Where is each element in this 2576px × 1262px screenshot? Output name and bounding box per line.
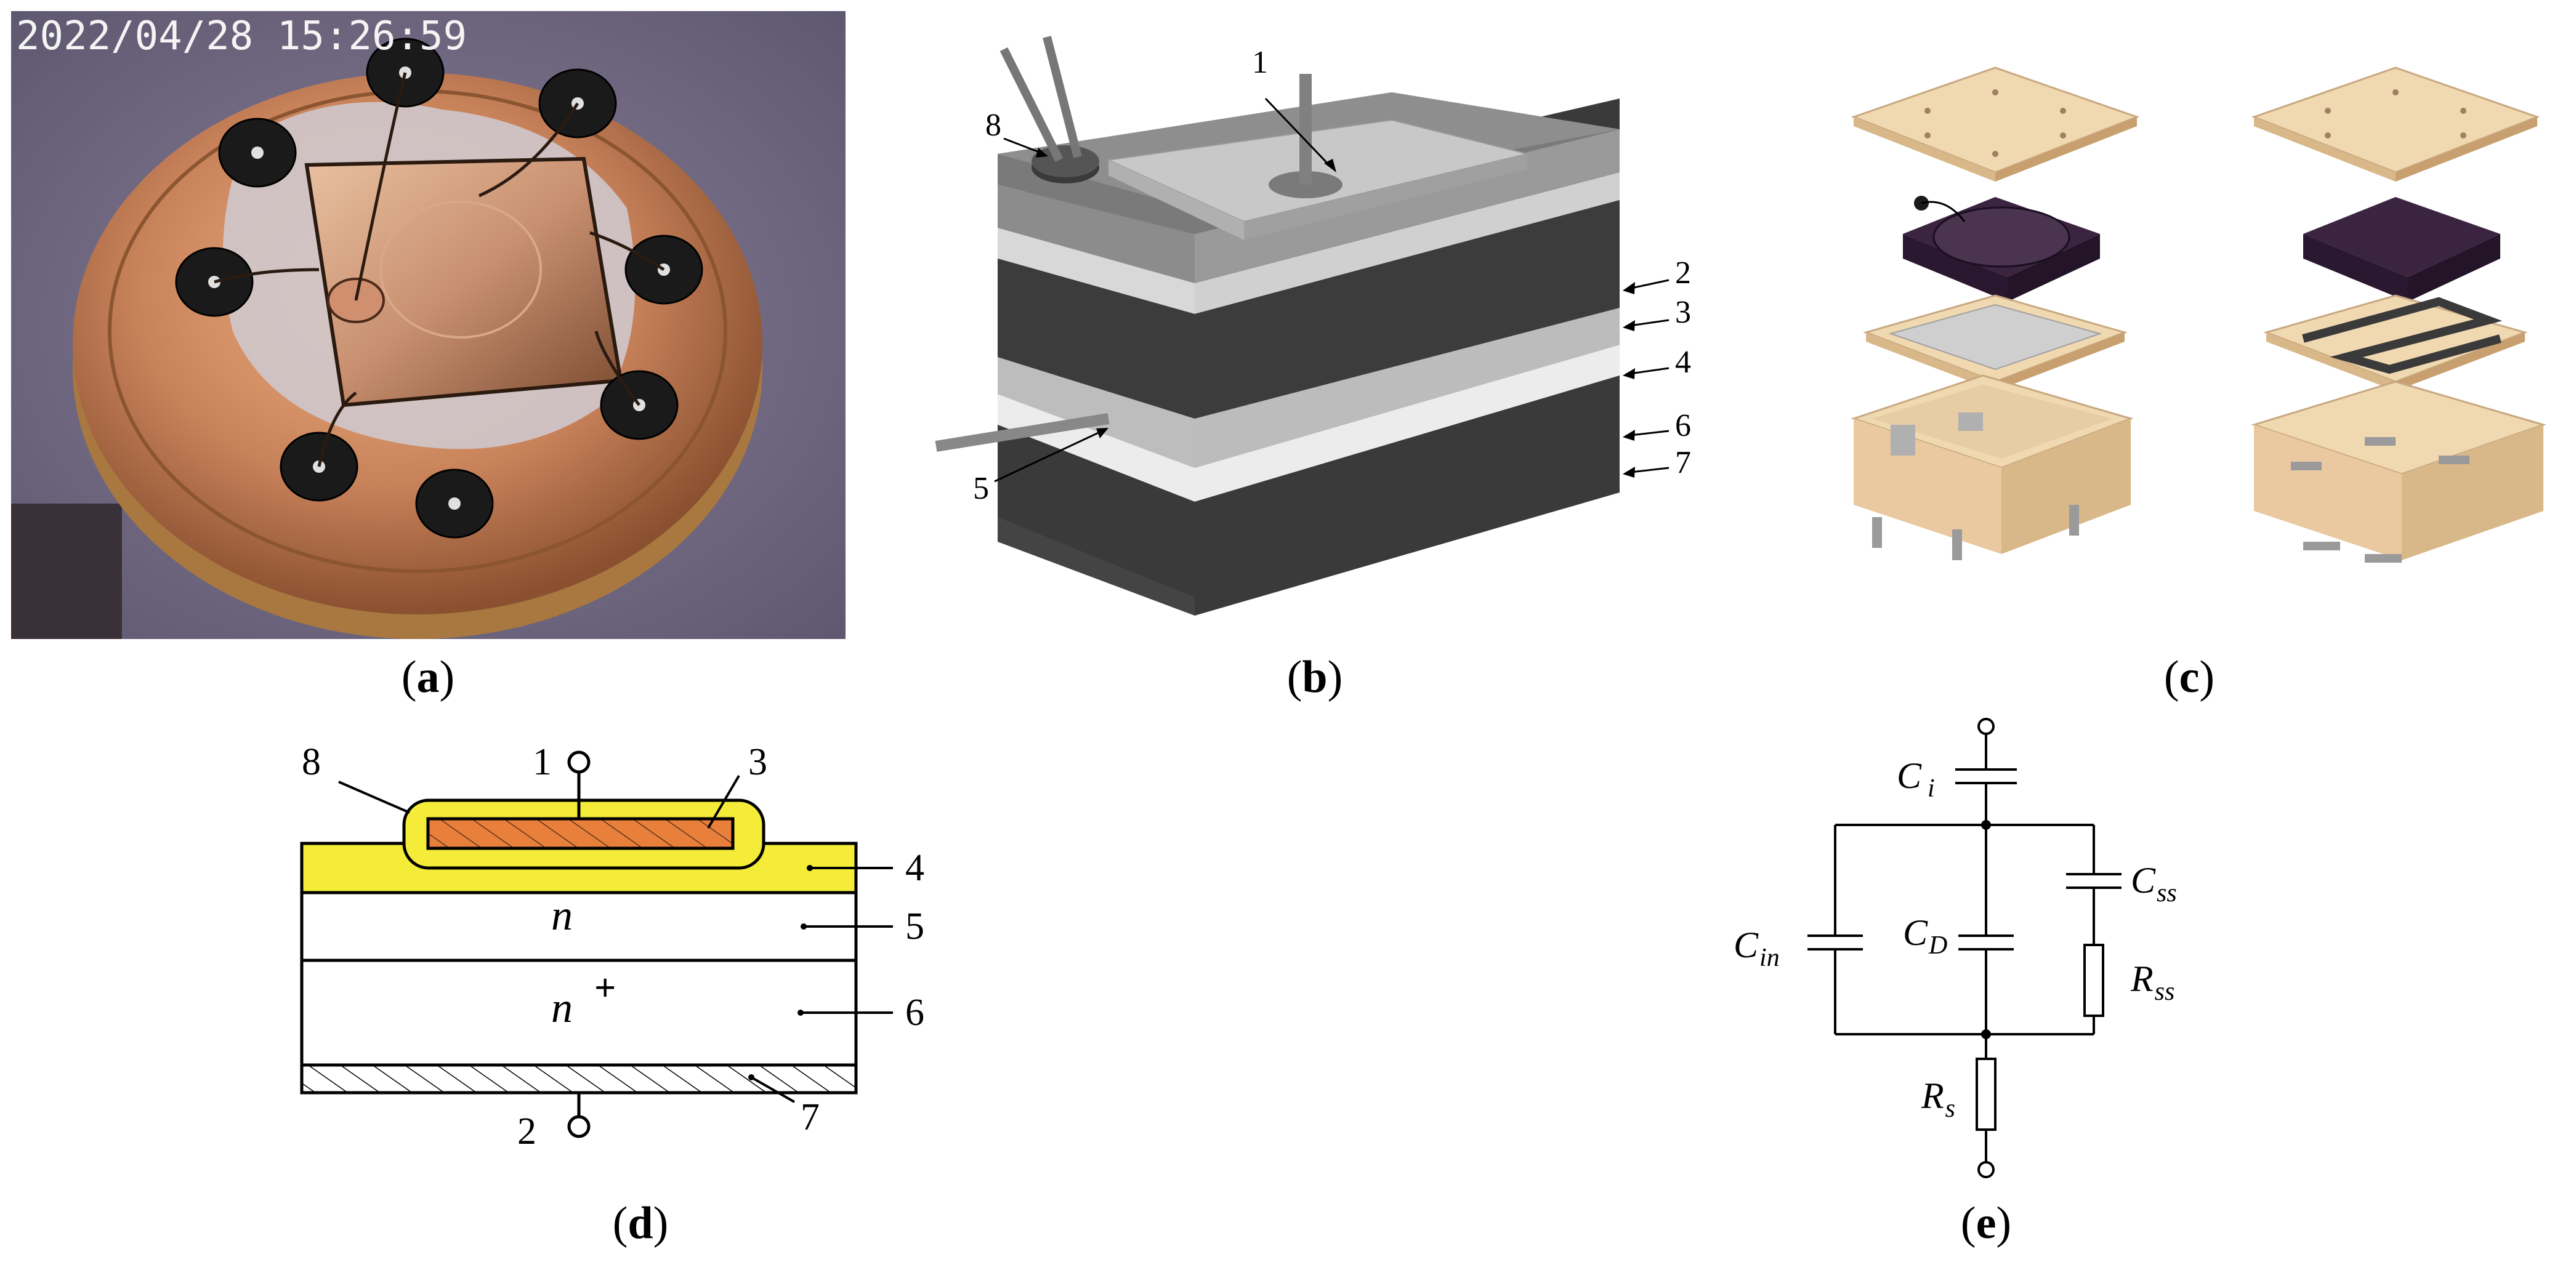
- label-b-7: 7: [1675, 445, 1691, 480]
- caption-e: (e): [1960, 1198, 2012, 1248]
- label-d-7: 7: [801, 1096, 820, 1138]
- caption-a: (a): [401, 652, 455, 702]
- exploded-package-render: [1851, 66, 2546, 563]
- label-d-3: 3: [748, 741, 767, 783]
- panel-b-3d-structure: 1 2 3 4 5 6 7 8: [911, 25, 1749, 634]
- photo-timestamp: 2022/04/28 15:26:59: [16, 14, 467, 59]
- cin-label: Cin: [1734, 925, 1780, 972]
- label-b-1: 1: [1252, 45, 1268, 80]
- panel-c-exploded-package: [1823, 49, 2574, 579]
- caption-c: (c): [2163, 652, 2215, 702]
- rs-label: Rs: [1921, 1075, 1955, 1123]
- label-d-1: 1: [533, 741, 552, 783]
- label-d-4: 4: [905, 847, 924, 889]
- label-d-6: 6: [905, 992, 924, 1034]
- label-b-3: 3: [1675, 295, 1691, 330]
- css-label: Css: [2131, 860, 2177, 907]
- cd-label: CD: [1903, 912, 1947, 960]
- label-d-2: 2: [517, 1111, 536, 1152]
- region-n-label: n: [551, 892, 573, 939]
- device-photo: 2022/04/28 15:26:59: [11, 11, 846, 639]
- cross-section-diagram: 1 2 3 4 5 6 7 8 n n +: [300, 741, 924, 1152]
- layered-structure-diagram: 1 2 3 4 5 6 7 8: [935, 36, 1691, 616]
- label-d-8: 8: [302, 741, 321, 783]
- rss-label: Rss: [2130, 959, 2174, 1006]
- caption-d: (d): [612, 1198, 669, 1248]
- panel-a-photo: 2022/04/28 15:26:59: [11, 11, 846, 639]
- label-b-8: 8: [985, 108, 1001, 143]
- label-d-5: 5: [905, 906, 924, 947]
- region-nplus-label: n: [551, 984, 573, 1032]
- label-b-4: 4: [1675, 345, 1691, 380]
- panel-d-cross-section: 1 2 3 4 5 6 7 8 n n +: [283, 733, 1010, 1164]
- region-nplus-superscript: +: [594, 967, 616, 1009]
- caption-b: (b): [1286, 652, 1343, 702]
- label-b-5: 5: [973, 471, 989, 506]
- label-b-2: 2: [1675, 255, 1691, 291]
- label-b-6: 6: [1675, 408, 1691, 443]
